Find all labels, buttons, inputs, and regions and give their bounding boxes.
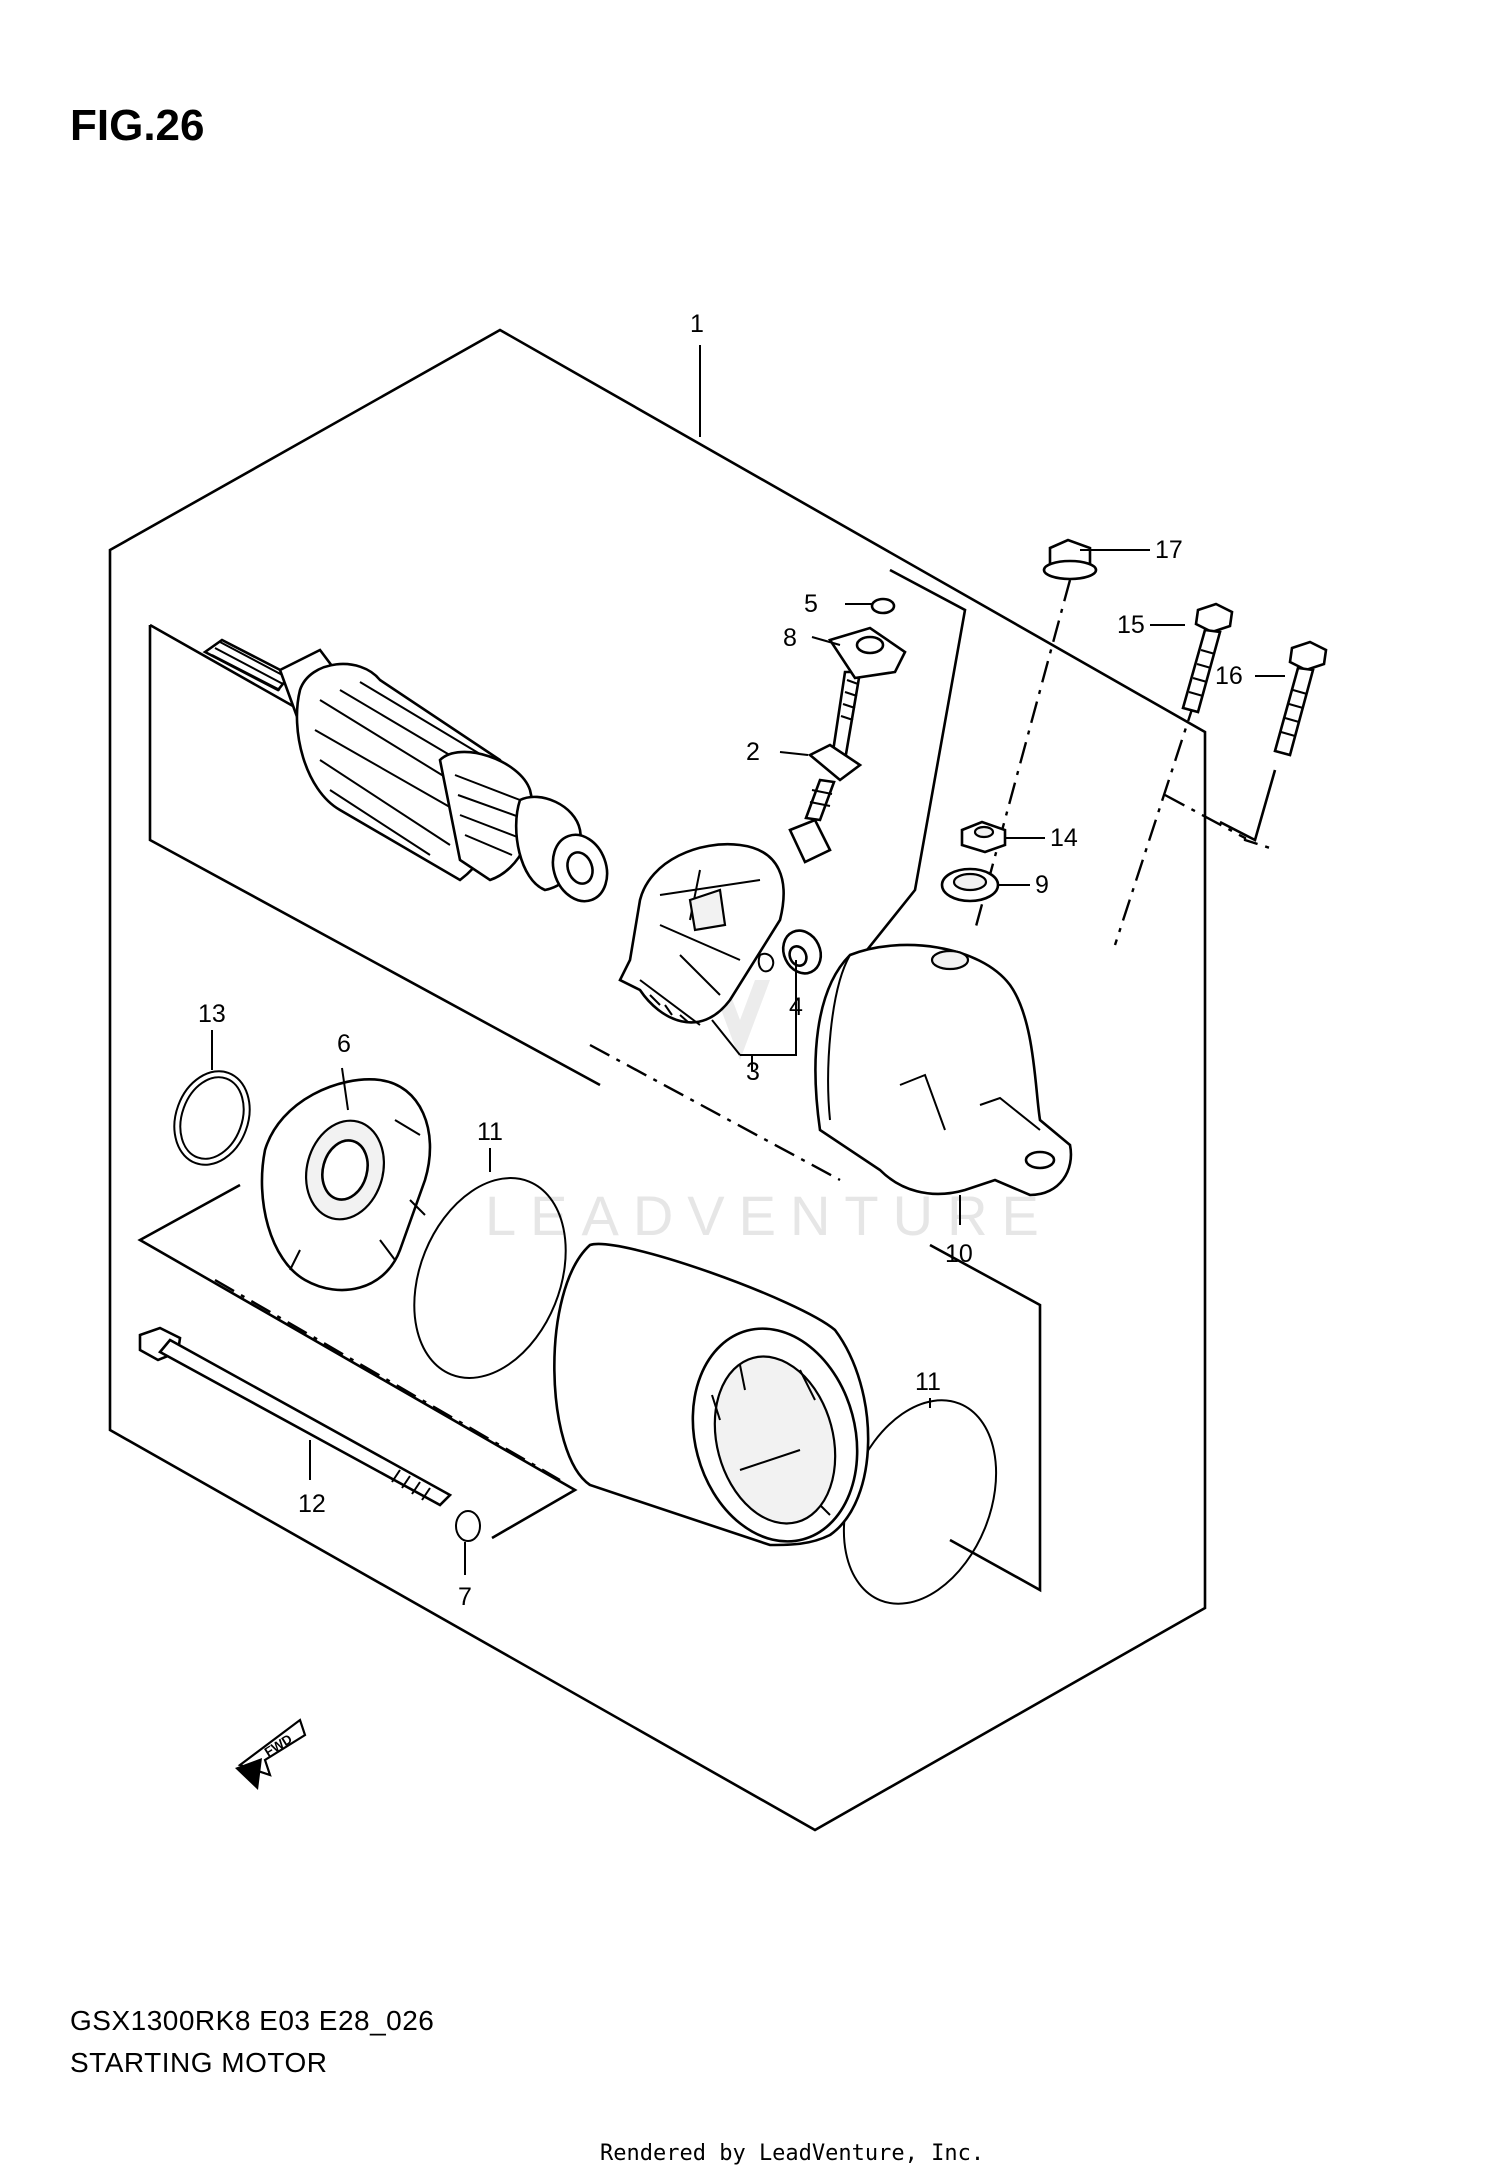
through-bolt-part: [138, 1326, 453, 1507]
brush-holder-part: [618, 842, 785, 1026]
yoke-right-bracket: [929, 1243, 1042, 1593]
callout-9: 9: [1035, 871, 1049, 899]
armature-part: [202, 638, 609, 903]
oil-seal-part: [940, 867, 1000, 903]
insulator-part: [827, 626, 907, 680]
callout-11a: 11: [477, 1118, 503, 1146]
watermark-text: LEADVENTURE: [485, 1184, 1053, 1247]
figure-title: FIG.26: [70, 101, 205, 150]
callout-6: 6: [337, 1030, 351, 1058]
callout-13: 13: [198, 1000, 226, 1028]
bearing-part: [757, 929, 823, 975]
callout-1: 1: [690, 310, 704, 338]
yoke-housing-part: [553, 1242, 870, 1547]
callout-16: 16: [1215, 662, 1243, 690]
armature-bracket: [148, 623, 601, 1087]
model-code: GSX1300RK8 E03 E28_026: [70, 2005, 434, 2036]
bolt17-guide-line: [973, 579, 1072, 931]
o-ring-13-part: [173, 1070, 251, 1166]
callout-8: 8: [783, 624, 797, 652]
assembly-name: STARTING MOTOR: [70, 2047, 327, 2078]
rear-cover-part: [814, 943, 1073, 1197]
callout-15: 15: [1117, 611, 1145, 639]
bolt-15-part: [1181, 602, 1234, 714]
callout-11b: 11: [915, 1368, 941, 1396]
assembly-boundary: [108, 328, 1207, 1832]
leader-lines: [211, 345, 1285, 1575]
footer-credit: Rendered by LeadVenture, Inc.: [600, 2141, 984, 2166]
washer-part: [870, 597, 896, 615]
callout-12: 12: [298, 1490, 326, 1518]
nut-part: [960, 820, 1007, 854]
callout-5: 5: [804, 590, 818, 618]
brush-bolt-part: [788, 670, 863, 864]
callout-3: 3: [746, 1058, 760, 1086]
bolt-guide-line: [214, 1278, 561, 1482]
o-ring-7-part: [455, 1510, 481, 1542]
front-cover-part: [260, 1078, 432, 1292]
cover-guide-line: [1164, 793, 1271, 850]
callout-14: 14: [1050, 824, 1078, 852]
armature-centerline: [589, 1043, 841, 1182]
callout-17: 17: [1155, 536, 1183, 564]
callout-2: 2: [746, 738, 760, 766]
callout-4: 4: [789, 993, 803, 1021]
flange-nut-part: [1042, 538, 1098, 581]
callout-7: 7: [458, 1583, 472, 1611]
brush-bracket: [853, 568, 967, 966]
bolt-16-part: [1273, 640, 1328, 757]
callout-10: 10: [945, 1240, 973, 1268]
bolt-bracket: [1219, 769, 1277, 842]
o-ring-11a-part: [413, 1177, 567, 1379]
yoke-bracket: [137, 1183, 578, 1540]
fwd-arrow-icon: FWD: [235, 1718, 307, 1790]
bolt15-guide-line: [1113, 699, 1197, 946]
